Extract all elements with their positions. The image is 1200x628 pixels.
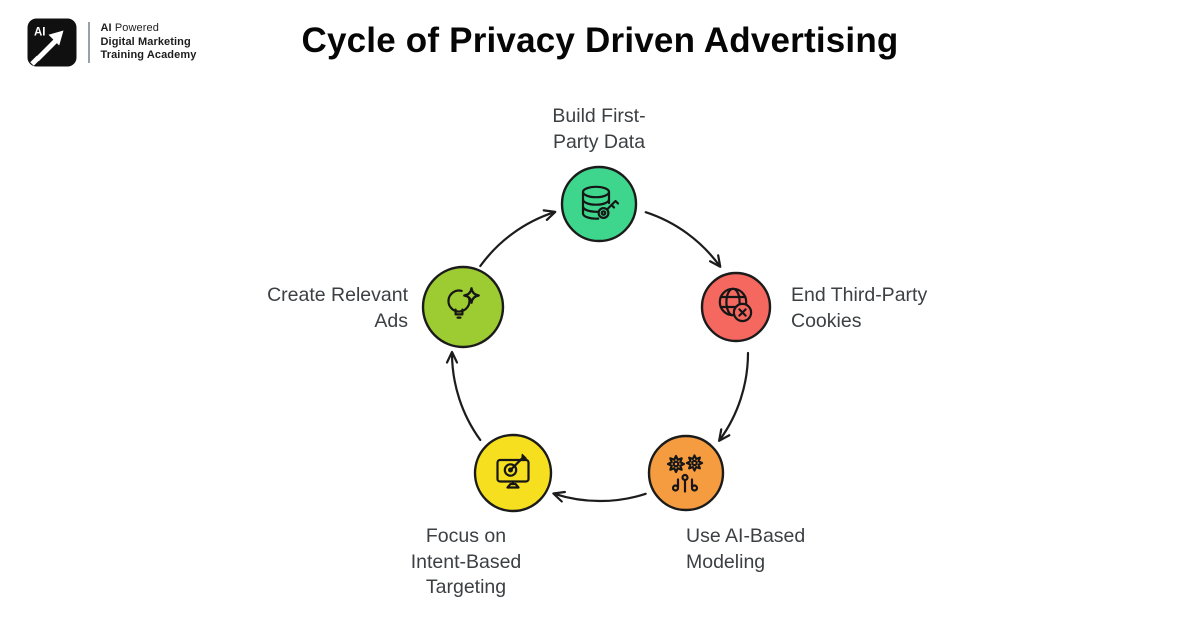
arrow-model-to-target bbox=[552, 490, 647, 503]
logo-badge-text: AI bbox=[34, 27, 46, 39]
logo-divider bbox=[88, 22, 90, 63]
logo-arrow-shaft bbox=[35, 39, 58, 62]
arrow-end-to-model bbox=[718, 351, 750, 442]
logo-tagline: AI Powered Digital Marketing Training Ac… bbox=[101, 22, 197, 62]
page-title: Cycle of Privacy Driven Advertising bbox=[301, 21, 899, 60]
logo-arrow-head bbox=[48, 30, 64, 46]
arrow-ads-to-build bbox=[479, 209, 557, 268]
label-build-first-party-data: Build First- Party Data bbox=[552, 105, 646, 153]
node-use-ai-based-modeling bbox=[647, 434, 725, 512]
node-create-relevant-ads bbox=[421, 265, 505, 349]
logo-arrow-badge: AI bbox=[27, 18, 77, 67]
ai-modeling-icon bbox=[666, 454, 704, 493]
label-use-ai-based-modeling: Use AI-Based Modeling bbox=[686, 525, 806, 573]
logo-arrow-dash bbox=[30, 55, 41, 66]
logo-tagline-line1: AI Powered bbox=[100, 22, 159, 35]
arrow-build-to-end bbox=[644, 211, 722, 268]
lightbulb-spark-icon bbox=[447, 287, 480, 319]
label-end-third-party-cookies: End Third-Party Cookies bbox=[791, 284, 928, 332]
globe-blocked-icon bbox=[718, 287, 753, 323]
logo-tagline-line2: Digital Marketing bbox=[100, 35, 191, 48]
database-key-icon bbox=[581, 185, 620, 220]
label-create-relevant-ads: Create Relevant Ads bbox=[267, 284, 408, 332]
logo-tagline-line3: Training Academy bbox=[100, 49, 197, 62]
node-focus-intent-based-targeting bbox=[473, 433, 553, 513]
intent-targeting-icon bbox=[496, 453, 530, 489]
arrow-target-to-ads bbox=[445, 350, 482, 442]
brand-logo: AI AI Powered Digital Marketing Training… bbox=[27, 18, 196, 67]
label-focus-intent-based-targeting: Focus on Intent-Based Targeting bbox=[410, 525, 522, 598]
